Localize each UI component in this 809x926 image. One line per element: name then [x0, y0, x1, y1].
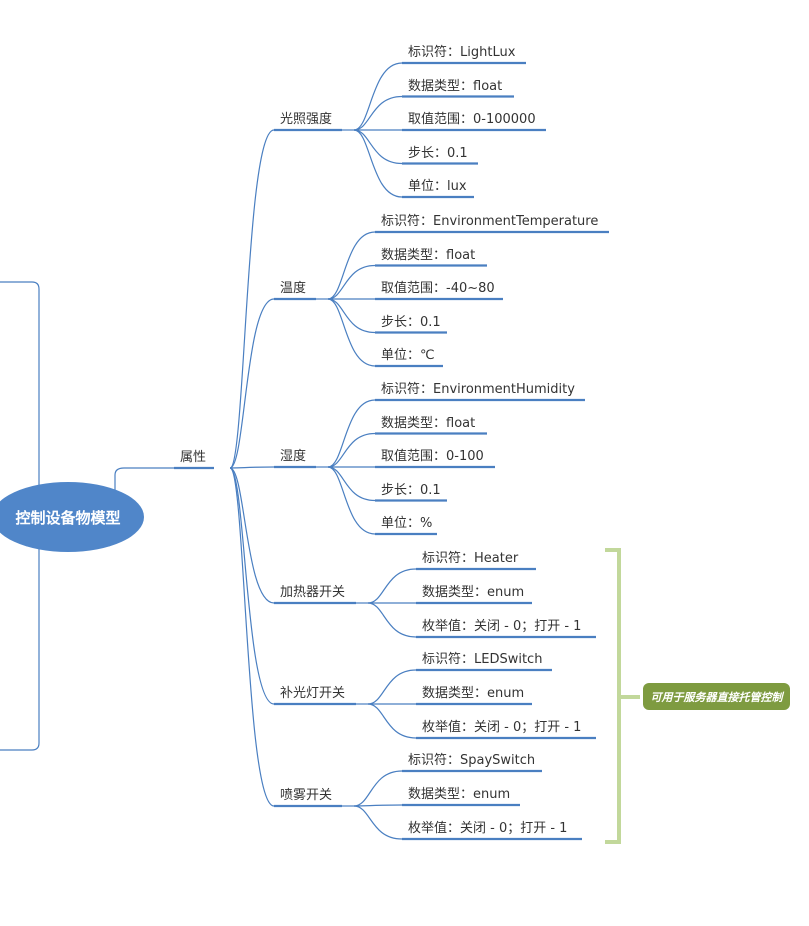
item-connector-3-2 — [367, 602, 417, 638]
branch-node-properties[interactable]: 属性 — [180, 450, 207, 465]
item-connector-0-0 — [353, 62, 403, 131]
leaf-node-3-1[interactable]: 数据类型：enum — [422, 585, 525, 600]
note-callout[interactable]: 可用于服务器直接托管控制 — [643, 683, 790, 710]
group-connector-1 — [229, 298, 275, 469]
leaf-node-0-2[interactable]: 取值范围：0-100000 — [408, 112, 536, 127]
item-connector-2-4 — [327, 466, 376, 535]
group-node-2[interactable]: 湿度 — [280, 449, 307, 464]
group-connector-3 — [229, 467, 275, 604]
item-connector-5-0 — [353, 770, 403, 807]
leaf-node-2-1[interactable]: 数据类型：float — [381, 415, 476, 431]
leaf-node-0-3[interactable]: 步长：0.1 — [408, 145, 468, 161]
item-connector-2-0 — [327, 399, 376, 468]
item-connector-2-1 — [327, 432, 376, 468]
item-connector-0-3 — [353, 129, 403, 165]
leaf-node-2-0[interactable]: 标识符：EnvironmentHumidity — [381, 382, 575, 397]
item-connector-4-2 — [367, 703, 417, 739]
item-connector-1-1 — [327, 264, 376, 300]
item-connector-3-0 — [367, 568, 417, 604]
leaf-node-0-1[interactable]: 数据类型：float — [408, 78, 503, 94]
group-node-5[interactable]: 喷雾开关 — [280, 788, 333, 803]
group-node-1[interactable]: 温度 — [280, 281, 307, 296]
leaf-node-0-0[interactable]: 标识符：LightLux — [408, 45, 516, 60]
leaf-node-5-2[interactable]: 枚举值：关闭 - 0；打开 - 1 — [408, 821, 568, 836]
item-connector-1-0 — [327, 231, 376, 300]
leaf-node-5-0[interactable]: 标识符：SpaySwitch — [408, 753, 536, 768]
group-node-3[interactable]: 加热器开关 — [280, 585, 346, 600]
summary-bracket — [605, 548, 640, 844]
root-node[interactable]: 控制设备物模型 — [0, 482, 144, 552]
leaf-node-0-4[interactable]: 单位：lux — [408, 179, 467, 194]
leaf-node-5-1[interactable]: 数据类型：enum — [408, 787, 511, 802]
item-connector-0-4 — [353, 129, 403, 198]
group-connector-2 — [229, 466, 275, 469]
item-connector-5-2 — [353, 805, 403, 840]
group-node-4[interactable]: 补光灯开关 — [280, 686, 346, 701]
leaf-node-4-2[interactable]: 枚举值：关闭 - 0；打开 - 1 — [422, 720, 582, 735]
item-connector-4-0 — [367, 669, 417, 705]
leaf-node-1-4[interactable]: 单位：℃ — [381, 348, 435, 363]
item-connector-1-4 — [327, 298, 376, 367]
group-connector-5 — [229, 467, 275, 807]
item-connector-0-1 — [353, 95, 403, 131]
leaf-node-1-3[interactable]: 步长：0.1 — [381, 314, 441, 330]
leaf-node-1-2[interactable]: 取值范围：-40~80 — [381, 281, 495, 296]
group-connector-0 — [229, 129, 275, 469]
root-to-branch-connector — [114, 467, 178, 490]
leaf-node-4-0[interactable]: 标识符：LEDSwitch — [422, 652, 543, 667]
leaf-node-2-2[interactable]: 取值范围：0-100 — [381, 449, 484, 464]
leaf-node-2-3[interactable]: 步长：0.1 — [381, 482, 441, 498]
group-node-0[interactable]: 光照强度 — [280, 112, 333, 127]
leaf-node-3-2[interactable]: 枚举值：关闭 - 0；打开 - 1 — [422, 619, 582, 634]
leaf-node-1-0[interactable]: 标识符：EnvironmentTemperature — [381, 214, 599, 229]
group-connector-4 — [229, 467, 275, 705]
leaf-node-4-1[interactable]: 数据类型：enum — [422, 686, 525, 701]
leaf-node-1-1[interactable]: 数据类型：float — [381, 247, 476, 263]
leaf-node-3-0[interactable]: 标识符：Heater — [422, 551, 519, 566]
leaf-node-2-4[interactable]: 单位：% — [381, 516, 433, 531]
item-connector-5-1 — [353, 804, 403, 807]
